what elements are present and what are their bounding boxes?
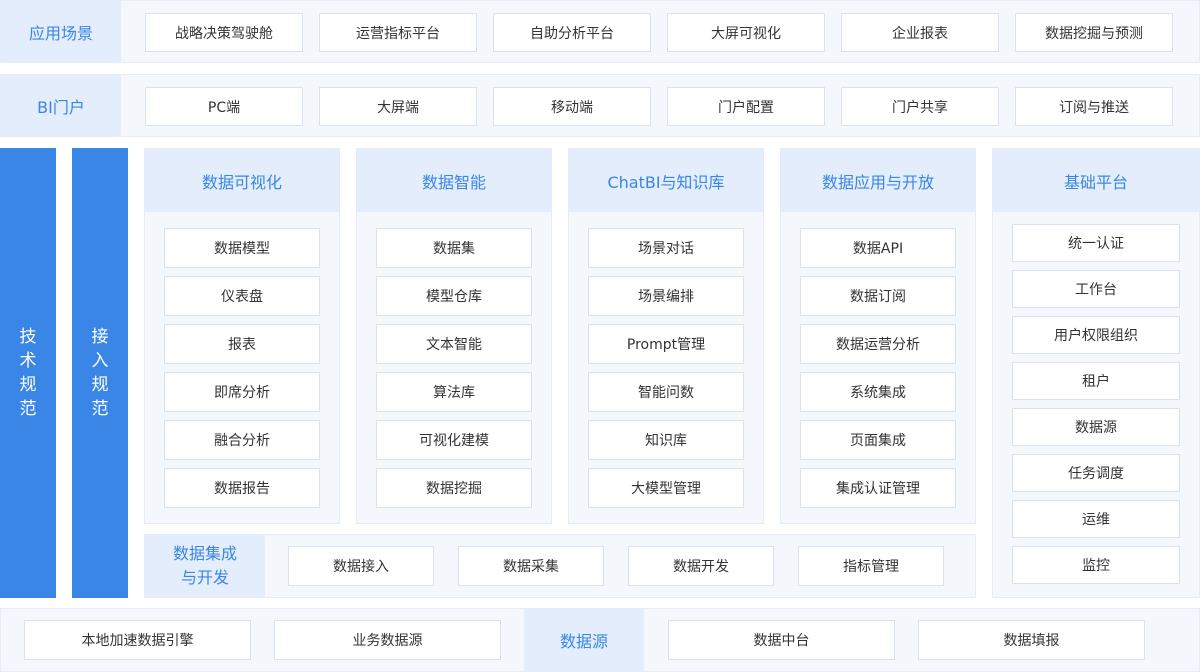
column-item: 融合分析: [164, 420, 320, 460]
integration-label-line: 数据集成: [172, 544, 237, 563]
column-chatbi: ChatBI与知识库 场景对话 场景编排 Prompt管理 智能问数 知识库 大…: [568, 148, 764, 524]
portal-item: 门户共享: [841, 87, 999, 126]
scenario-item: 企业报表: [841, 13, 999, 52]
column-item: 数据模型: [164, 228, 320, 268]
portal-item: 移动端: [493, 87, 651, 126]
datasource-item: 本地加速数据引擎: [24, 620, 251, 660]
platform-item: 用户权限组织: [1012, 316, 1180, 354]
portal-row: BI门户 PC端 大屏端 移动端 门户配置 门户共享 订阅与推送: [0, 74, 1200, 137]
column-item: 页面集成: [800, 420, 956, 460]
column-title: 基础平台: [993, 149, 1199, 212]
column-item: 大模型管理: [588, 468, 744, 508]
portal-item: 门户配置: [667, 87, 825, 126]
integration-label: 数据集成 与开发: [145, 535, 265, 597]
column-item: 知识库: [588, 420, 744, 460]
column-title: 数据智能: [357, 149, 551, 212]
platform-item: 租户: [1012, 362, 1180, 400]
access-standard-char: 接: [91, 327, 109, 347]
integration-label-line: 与开发: [180, 568, 229, 587]
access-standard-bar: 接 入 规 范: [72, 148, 128, 598]
column-title: 数据可视化: [145, 149, 339, 212]
portal-item: 订阅与推送: [1015, 87, 1173, 126]
platform-item: 工作台: [1012, 270, 1180, 308]
access-standard-char: 入: [91, 351, 109, 371]
integration-item: 指标管理: [798, 546, 944, 586]
platform-item: 监控: [1012, 546, 1180, 584]
datasource-row: 本地加速数据引擎 业务数据源 数据源 数据中台 数据填报: [0, 608, 1200, 672]
column-data-application: 数据应用与开放 数据API 数据订阅 数据运营分析 系统集成 页面集成 集成认证…: [780, 148, 976, 524]
column-item: 场景对话: [588, 228, 744, 268]
portal-item: 大屏端: [319, 87, 477, 126]
integration-row: 数据集成 与开发 数据接入 数据采集 数据开发 指标管理: [144, 534, 976, 598]
column-item: 集成认证管理: [800, 468, 956, 508]
scenario-item: 运营指标平台: [319, 13, 477, 52]
portal-item: PC端: [145, 87, 303, 126]
tech-standard-char: 术: [19, 351, 37, 371]
column-title: 数据应用与开放: [781, 149, 975, 212]
column-data-intelligence: 数据智能 数据集 模型仓库 文本智能 算法库 可视化建模 数据挖掘: [356, 148, 552, 524]
portal-label: BI门户: [1, 75, 121, 136]
scenario-item: 战略决策驾驶舱: [145, 13, 303, 52]
integration-item: 数据接入: [288, 546, 434, 586]
column-visualization: 数据可视化 数据模型 仪表盘 报表 即席分析 融合分析 数据报告: [144, 148, 340, 524]
column-item: 算法库: [376, 372, 532, 412]
column-item: 文本智能: [376, 324, 532, 364]
column-item: Prompt管理: [588, 324, 744, 364]
tech-standard-bar: 技 术 规 范: [0, 148, 56, 598]
column-item: 数据订阅: [800, 276, 956, 316]
access-standard-char: 规: [91, 375, 109, 395]
scenario-item: 大屏可视化: [667, 13, 825, 52]
platform-item: 运维: [1012, 500, 1180, 538]
datasource-item: 数据中台: [668, 620, 895, 660]
column-title: ChatBI与知识库: [569, 149, 763, 212]
tech-standard-char: 技: [19, 327, 37, 347]
scenarios-row: 应用场景 战略决策驾驶舱 运营指标平台 自助分析平台 大屏可视化 企业报表 数据…: [0, 0, 1200, 63]
column-item: 场景编排: [588, 276, 744, 316]
column-item: 数据API: [800, 228, 956, 268]
scenario-item: 自助分析平台: [493, 13, 651, 52]
column-item: 即席分析: [164, 372, 320, 412]
column-item: 数据集: [376, 228, 532, 268]
column-item: 数据运营分析: [800, 324, 956, 364]
column-item: 模型仓库: [376, 276, 532, 316]
access-standard-char: 范: [91, 399, 109, 419]
column-item: 可视化建模: [376, 420, 532, 460]
datasource-item: 业务数据源: [274, 620, 501, 660]
scenarios-label: 应用场景: [1, 1, 121, 62]
datasource-label: 数据源: [524, 609, 644, 671]
tech-standard-char: 范: [19, 399, 37, 419]
integration-item: 数据开发: [628, 546, 774, 586]
column-item: 数据挖掘: [376, 468, 532, 508]
scenario-item: 数据挖掘与预测: [1015, 13, 1173, 52]
column-item: 仪表盘: [164, 276, 320, 316]
column-item: 智能问数: [588, 372, 744, 412]
tech-standard-char: 规: [19, 375, 37, 395]
platform-item: 统一认证: [1012, 224, 1180, 262]
platform-item: 任务调度: [1012, 454, 1180, 492]
platform-item: 数据源: [1012, 408, 1180, 446]
column-base-platform: 基础平台 统一认证 工作台 用户权限组织 租户 数据源 任务调度 运维 监控: [992, 148, 1200, 598]
datasource-item: 数据填报: [918, 620, 1145, 660]
column-item: 系统集成: [800, 372, 956, 412]
column-item: 报表: [164, 324, 320, 364]
integration-item: 数据采集: [458, 546, 604, 586]
column-item: 数据报告: [164, 468, 320, 508]
